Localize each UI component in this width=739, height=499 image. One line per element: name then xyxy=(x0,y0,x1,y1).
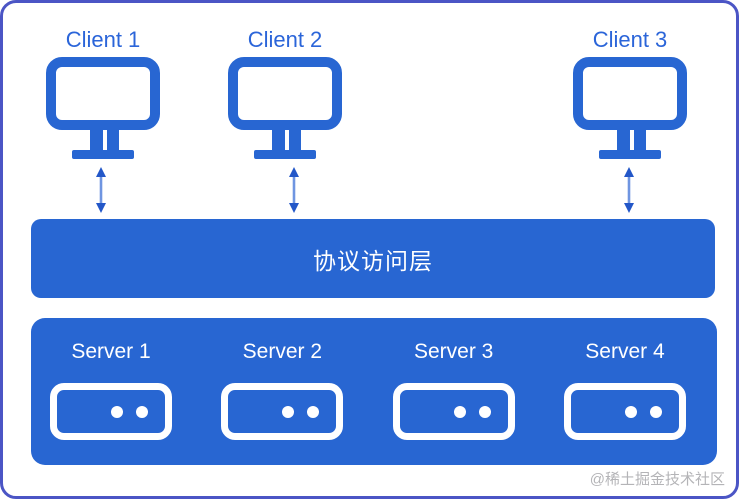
monitor-screen xyxy=(228,57,342,130)
server-led-dot xyxy=(282,405,295,418)
community-watermark: @稀土掘金技术社区 xyxy=(589,471,725,488)
server-3-label: Server 3 xyxy=(413,340,494,363)
server-icon xyxy=(221,383,344,440)
protocol-access-layer: 协议访问层 xyxy=(31,219,715,298)
server-3-group: Server 3 xyxy=(392,340,516,440)
client-2-group: Client 2 xyxy=(226,27,344,159)
monitor-base xyxy=(72,150,134,159)
monitor-stand xyxy=(107,128,119,150)
server-icon xyxy=(563,383,686,440)
server-icon xyxy=(392,383,515,440)
monitor-stand xyxy=(272,128,285,150)
bidirectional-arrow-icon xyxy=(624,167,634,213)
server-2-group: Server 2 xyxy=(220,340,344,440)
client-3-group: Client 3 xyxy=(571,27,689,159)
server-cluster-container: Server 1 Server 2 Server 3 Server 4 xyxy=(31,318,717,465)
server-led-dot xyxy=(478,405,491,418)
client-2-label: Client 2 xyxy=(247,27,323,52)
server-led-dot xyxy=(649,405,662,418)
monitor-icon xyxy=(573,57,687,159)
protocol-access-layer-label: 协议访问层 xyxy=(313,247,433,274)
server-2-label: Server 2 xyxy=(242,340,323,363)
monitor-screen xyxy=(573,57,687,130)
monitor-stand xyxy=(634,128,646,150)
server-1-label: Server 1 xyxy=(71,340,151,363)
client-1-group: Client 1 xyxy=(44,27,162,159)
bidirectional-arrow-icon xyxy=(96,167,106,213)
server-4-group: Server 4 xyxy=(563,340,687,440)
server-led-dot xyxy=(624,405,637,418)
server-4-label: Server 4 xyxy=(585,340,665,363)
monitor-base xyxy=(254,150,316,159)
monitor-base xyxy=(599,150,661,159)
server-led-dot xyxy=(307,405,320,418)
server-icon xyxy=(50,383,172,440)
monitor-icon xyxy=(46,57,160,159)
monitor-screen xyxy=(46,57,160,130)
monitor-stand xyxy=(289,128,301,150)
client-3-label: Client 3 xyxy=(592,27,668,52)
client-1-label: Client 1 xyxy=(65,27,141,52)
server-led-dot xyxy=(453,405,466,418)
server-1-group: Server 1 xyxy=(49,340,173,440)
monitor-stand xyxy=(617,128,630,150)
server-led-dot xyxy=(136,405,148,418)
monitor-stand xyxy=(90,128,103,150)
monitor-icon xyxy=(228,57,342,159)
bidirectional-arrow-icon xyxy=(289,167,299,213)
server-led-dot xyxy=(111,405,123,418)
